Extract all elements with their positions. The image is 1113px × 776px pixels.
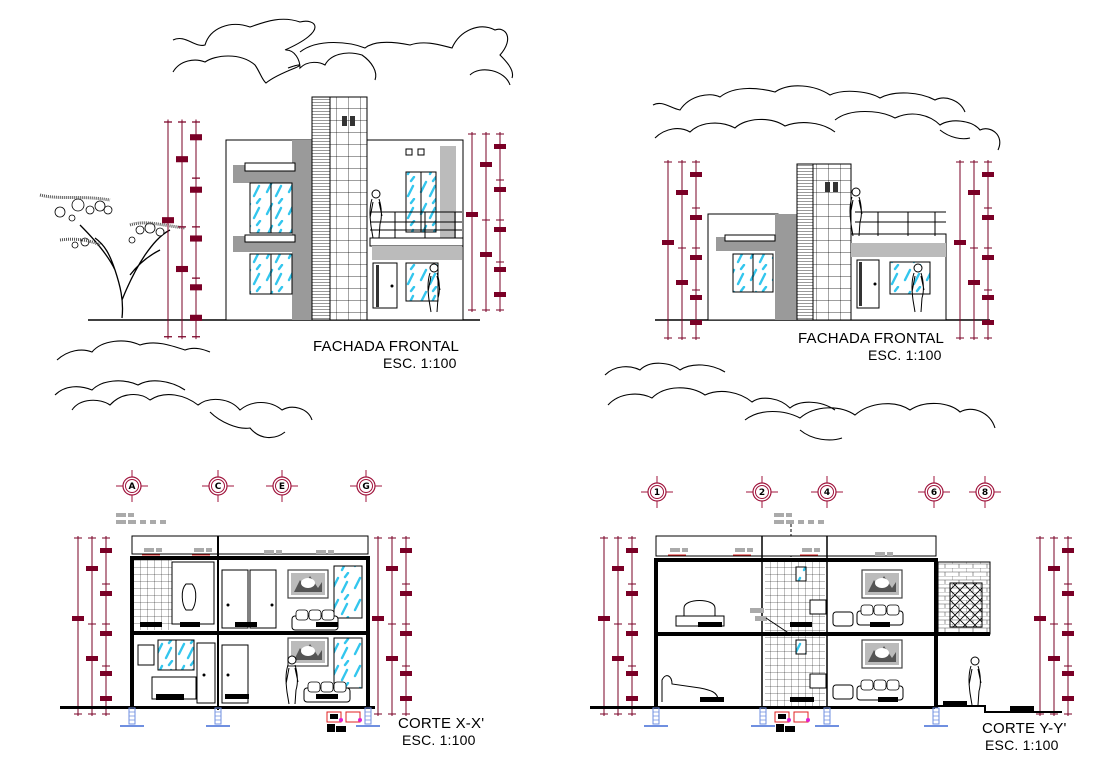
svg-text:C: C [215,482,222,492]
svg-text:2: 2 [759,488,765,498]
drawing-title: CORTE X-X' [398,715,485,732]
clouds-top-right [652,85,1001,151]
grid-marker-6: 6 [917,475,951,509]
svg-text:1: 1 [654,488,660,498]
section-x-drawing: A C E G [60,469,413,732]
grid-marker-A: A [115,469,149,503]
dimension-lines-left [661,159,703,341]
clouds-bottom-right [604,362,996,441]
facade-right-title-block: FACHADA FRONTAL ESC. 1:100 [798,330,944,364]
svg-text:4: 4 [824,488,830,498]
clouds-top-left [172,18,514,86]
facade-left-drawing [39,96,507,340]
section-y-drawing: 1 2 4 6 8 [590,475,1075,732]
clouds-bottom-left [54,340,313,439]
svg-text:6: 6 [931,488,937,498]
drawing-title: FACHADA FRONTAL [313,338,460,355]
grid-marker-4: 4 [810,475,844,509]
facade-left-title-block: FACHADA FRONTAL ESC. 1:100 [313,338,459,372]
svg-text:8: 8 [982,488,988,498]
dimension-lines-right [371,535,413,717]
drawing-title: FACHADA FRONTAL [798,330,945,347]
svg-text:E: E [279,482,285,492]
dimension-lines-right [465,131,507,313]
drawing-scale: ESC. 1:100 [402,732,476,748]
dimension-lines-left [161,118,203,340]
drawing-scale: ESC. 1:100 [985,737,1059,753]
dimension-lines-right [1033,535,1075,717]
svg-text:A: A [129,482,136,492]
drawing-title: CORTE Y-Y' [982,720,1067,737]
section-x-title-block: CORTE X-X' ESC. 1:100 [398,715,484,749]
dimension-lines-right [953,159,995,341]
grid-marker-G: G [349,469,383,503]
grid-marker-C: C [201,469,235,503]
grid-marker-1: 1 [640,475,674,509]
grid-marker-8: 8 [968,475,1002,509]
svg-text:G: G [362,482,369,492]
grid-marker-2: 2 [745,475,779,509]
dimension-lines-left [71,535,113,717]
drawing-scale: ESC. 1:100 [383,355,457,371]
dimension-lines-left [597,535,639,717]
facade-right-drawing [655,159,995,341]
grid-marker-E: E [265,469,299,503]
drawing-scale: ESC. 1:100 [868,347,942,363]
tree-icon [39,193,186,319]
section-y-title-block: CORTE Y-Y' ESC. 1:100 [982,720,1067,754]
